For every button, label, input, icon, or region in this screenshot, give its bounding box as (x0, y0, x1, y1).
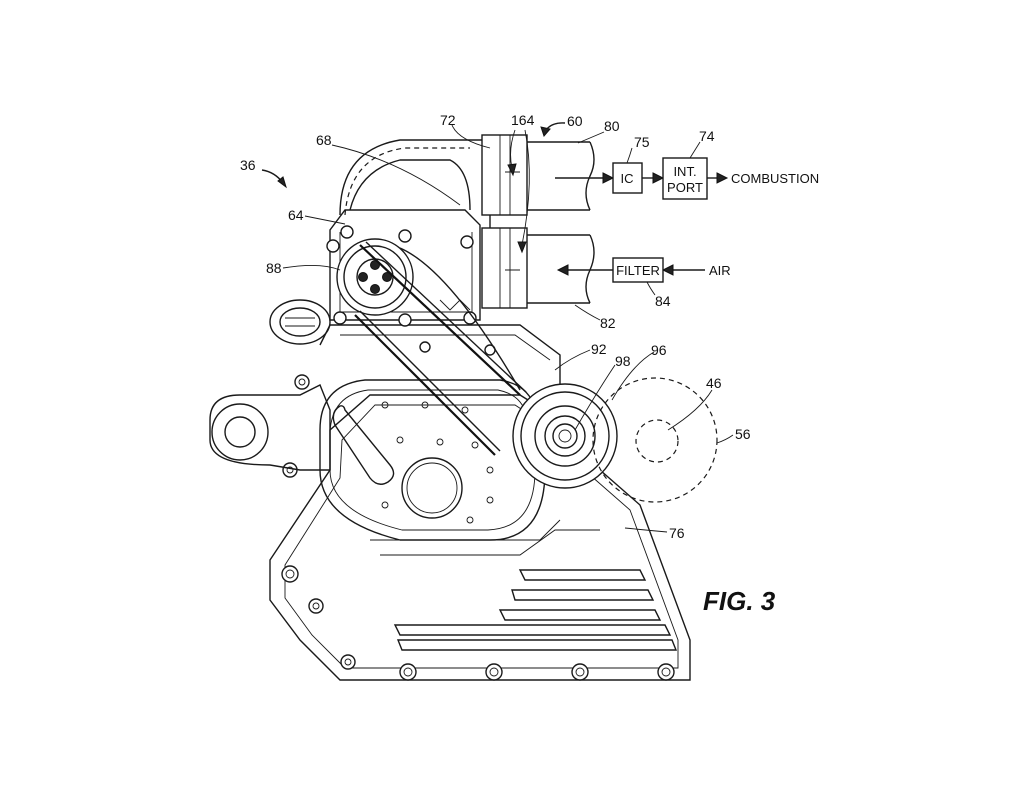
ref-75: 75 (634, 134, 650, 150)
supercharger (326, 139, 496, 356)
ref-72: 72 (440, 112, 456, 128)
dashed-hidden-circles (592, 377, 718, 503)
ic-box-label: IC (621, 171, 634, 186)
drive-belt (354, 241, 527, 456)
left-mount-boss (209, 384, 331, 471)
ref-46: 46 (706, 375, 722, 391)
ref-60: 60 (567, 113, 583, 129)
int-port-label-line2: PORT (667, 180, 703, 195)
leader-lines (261, 122, 734, 533)
air-label: AIR (709, 263, 731, 278)
ref-36: 36 (240, 157, 256, 173)
cam-cover-plate (319, 379, 546, 541)
ref-76: 76 (669, 525, 685, 541)
engine-assembly (209, 299, 691, 681)
ref-68: 68 (316, 132, 332, 148)
ic-box (612, 162, 643, 194)
intake-port-box (662, 157, 708, 200)
ref-92: 92 (591, 341, 607, 357)
reference-numerals: 36 68 72 164 60 80 75 74 64 88 84 82 92 … (240, 112, 751, 541)
intake-ducts (481, 134, 595, 309)
bottom-bolts (281, 374, 675, 681)
filter-box (612, 257, 664, 283)
flow-diagram: IC INT. PORT FILTER COMBUSTION AIR (555, 157, 819, 283)
ref-88: 88 (266, 260, 282, 276)
ref-82: 82 (600, 315, 616, 331)
crank-pulley (512, 383, 618, 489)
ref-64: 64 (288, 207, 304, 223)
filter-box-label: FILTER (616, 263, 660, 278)
ref-96: 96 (651, 342, 667, 358)
ref-80: 80 (604, 118, 620, 134)
oil-filler-cap (269, 299, 331, 345)
ref-56: 56 (735, 426, 751, 442)
figure-title: FIG. 3 (703, 586, 776, 616)
combustion-label: COMBUSTION (731, 171, 819, 186)
ref-164: 164 (511, 112, 535, 128)
ref-74: 74 (699, 128, 715, 144)
oil-pan-fins (370, 519, 678, 651)
ref-98: 98 (615, 353, 631, 369)
int-port-label-line1: INT. (673, 164, 696, 179)
ref-84: 84 (655, 293, 671, 309)
